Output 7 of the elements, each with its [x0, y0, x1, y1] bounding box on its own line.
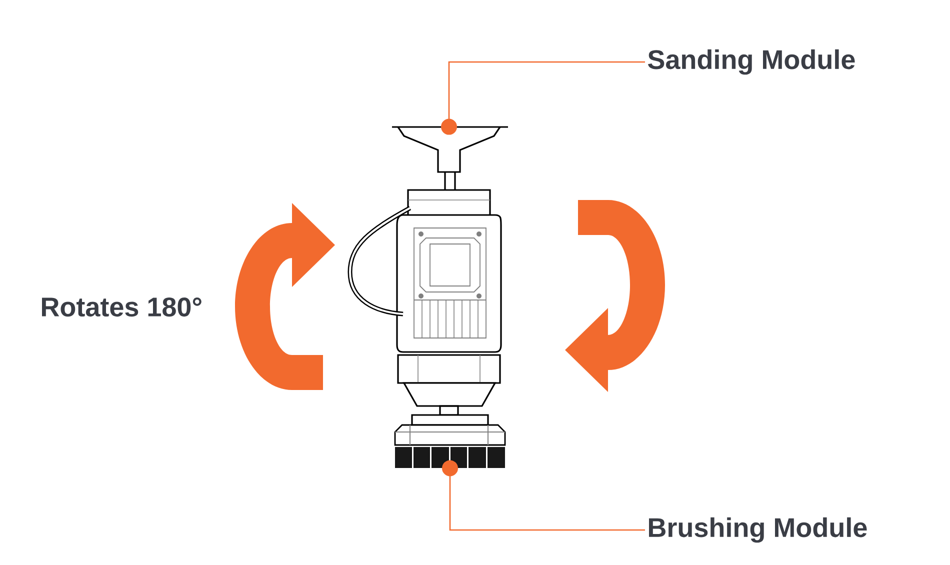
sanding-disc-drawing	[392, 126, 508, 173]
callout-label: Sanding Module	[648, 49, 855, 75]
side-label: Rotates 180°	[42, 297, 202, 317]
callout-label: Brushing Module	[649, 517, 867, 543]
leader-line	[442, 460, 645, 531]
brush-head-drawing	[394, 424, 506, 468]
leader-line	[441, 61, 645, 135]
